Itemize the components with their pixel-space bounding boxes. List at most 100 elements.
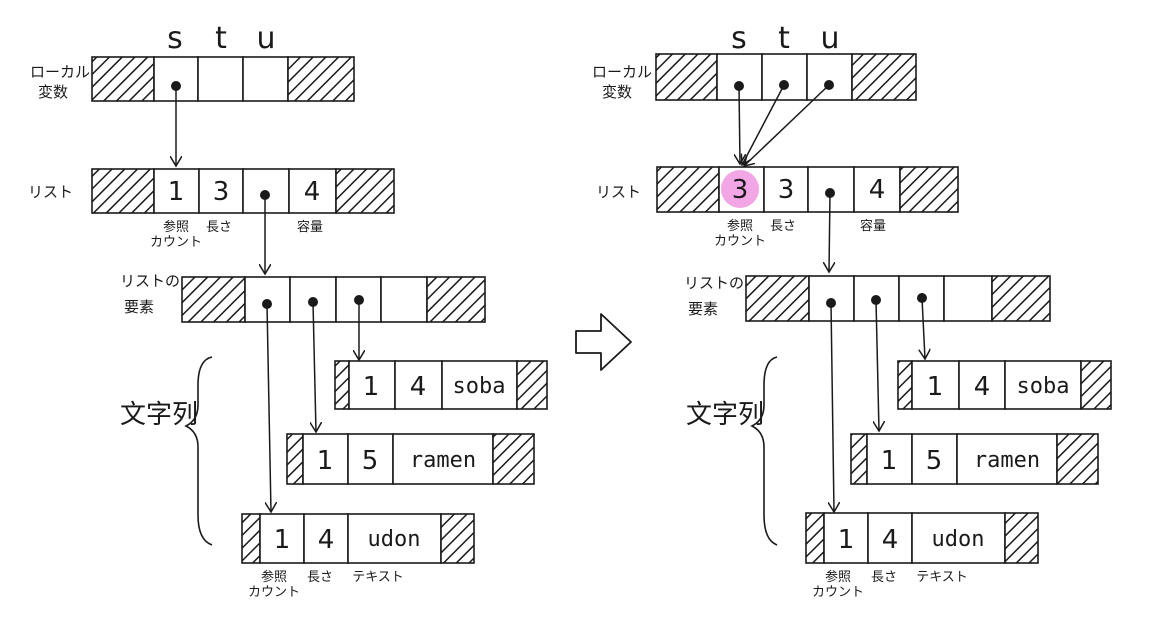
cell-refcount	[911, 360, 960, 410]
cell-element-3	[380, 276, 428, 323]
cell-capacity	[853, 166, 901, 213]
svg-text:1: 1	[927, 372, 944, 402]
pointer-element-to-ramen	[313, 301, 316, 432]
pointer-t-to-list	[742, 84, 785, 165]
svg-text:soba: soba	[1017, 374, 1070, 399]
label-refcount-line2: カウント	[150, 235, 202, 250]
cell-var-t	[197, 56, 244, 102]
strings-brace	[184, 356, 213, 546]
list-capacity-value: 4	[304, 177, 321, 207]
svg-text:1: 1	[317, 446, 334, 476]
label-refcount-line1: 参照	[825, 569, 851, 585]
label-capacity: 容量	[860, 218, 886, 234]
var-name-u: u	[820, 21, 839, 56]
pointer-element-to-soba	[922, 297, 925, 359]
label-strings: 文字列	[120, 400, 198, 430]
string-soba: 1 4 soba	[334, 360, 548, 410]
list-refcount-value: 1	[168, 177, 185, 207]
elements-row	[181, 276, 486, 323]
label-elements-line1: リストの	[684, 274, 744, 292]
cell-refcount	[153, 168, 200, 214]
cell-text	[1004, 360, 1082, 410]
label-elements-line2: 要素	[124, 298, 154, 316]
label-refcount-line2: カウント	[812, 585, 864, 600]
svg-text:1: 1	[881, 446, 898, 476]
string-udon: 1 4 udon	[805, 512, 1039, 564]
label-strings: 文字列	[686, 400, 764, 430]
pointer-s-to-list	[739, 85, 740, 164]
cell-var-u	[242, 56, 289, 102]
cell-refcount	[823, 512, 869, 564]
svg-text:4: 4	[410, 372, 427, 402]
svg-text:soba: soba	[453, 374, 506, 399]
svg-text:1: 1	[274, 525, 291, 555]
list-refcount-value: 3	[732, 175, 749, 205]
svg-text:1: 1	[363, 372, 380, 402]
cell-element-2	[898, 275, 945, 322]
cell-var-u	[806, 53, 853, 101]
string-ramen: 1 5 ramen	[286, 433, 535, 485]
var-name-t: t	[215, 21, 227, 56]
label-locals-line2: 変数	[38, 83, 68, 101]
refcount-highlight	[721, 170, 759, 208]
cell-length	[763, 166, 809, 213]
cell-length	[958, 360, 1006, 410]
svg-text:5: 5	[926, 446, 943, 476]
label-locals-line2: 変数	[602, 83, 632, 101]
cell-text	[392, 433, 494, 485]
label-string-length: 長さ	[307, 570, 333, 585]
svg-text:4: 4	[974, 372, 991, 402]
list-length-value: 3	[778, 175, 795, 205]
label-elements-line2: 要素	[688, 300, 718, 318]
label-capacity: 容量	[297, 219, 323, 235]
cell-refcount	[302, 433, 349, 485]
pointer-list-to-elements	[829, 192, 830, 272]
cell-length	[394, 360, 443, 410]
label-string-length: 長さ	[871, 570, 897, 585]
label-list: リスト	[28, 183, 73, 201]
cell-refcount	[866, 433, 913, 485]
cell-var-t	[761, 53, 808, 101]
locals-row	[91, 56, 355, 102]
label-locals-line1: ローカル	[592, 63, 652, 81]
string-udon: 1 4 udon	[241, 513, 475, 564]
pointer-element-to-udon	[831, 302, 834, 512]
label-text: テキスト	[352, 570, 404, 585]
list-length-value: 3	[213, 177, 230, 207]
label-refcount-line2: カウント	[248, 585, 300, 600]
svg-text:4: 4	[318, 525, 335, 555]
svg-text:ramen: ramen	[410, 448, 476, 473]
hollow-right-arrow-icon	[575, 313, 632, 371]
label-length: 長さ	[770, 219, 796, 234]
svg-text:udon: udon	[368, 527, 421, 552]
panel-after: s t u ローカル 変数 リスト 3 3	[592, 21, 1112, 600]
cell-text	[347, 513, 442, 564]
pointer-u-to-list	[744, 84, 830, 166]
label-length: 長さ	[206, 220, 232, 235]
label-text: テキスト	[916, 570, 968, 585]
pointer-element-to-udon	[267, 303, 271, 512]
var-name-s: s	[167, 21, 183, 56]
var-name-s: s	[731, 21, 747, 56]
cell-length	[303, 513, 349, 564]
elements-row	[745, 275, 1051, 322]
label-locals-line1: ローカル	[30, 63, 90, 81]
cell-text	[441, 360, 518, 410]
list-header-row: 3 3 4	[656, 166, 959, 213]
label-list: リスト	[596, 183, 641, 201]
cell-element-3	[943, 275, 993, 322]
var-name-u: u	[256, 21, 275, 56]
label-refcount-line1: 参照	[163, 219, 189, 235]
locals-row	[655, 53, 917, 101]
string-ramen: 1 5 ramen	[850, 433, 1099, 485]
cell-refcount	[259, 513, 305, 564]
strings-brace	[750, 356, 778, 546]
label-refcount-line2: カウント	[714, 234, 766, 249]
panel-before: s t u ローカル 変数 リスト 1 3 4 参照	[28, 21, 548, 600]
svg-text:5: 5	[362, 446, 379, 476]
svg-text:1: 1	[838, 525, 855, 555]
list-capacity-value: 4	[869, 175, 886, 205]
pointer-element-to-ramen	[876, 299, 879, 431]
